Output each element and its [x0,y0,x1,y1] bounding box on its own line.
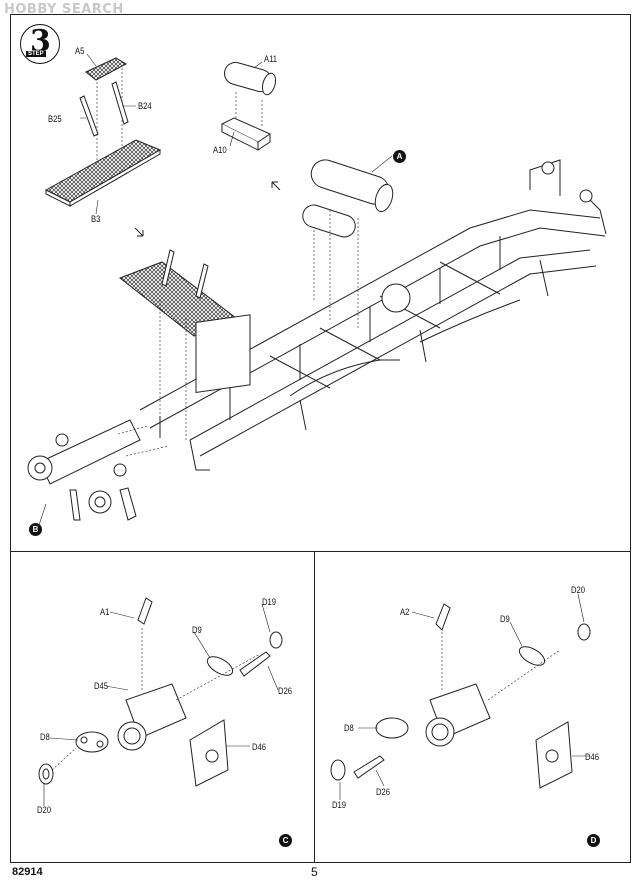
label-d-d26: D26 [376,787,391,797]
label-a11: A11 [264,54,278,64]
chassis-frame [139,159,607,471]
label-c-d19: D19 [262,597,277,607]
badge-c: C [279,834,292,847]
step-number: 3 [30,24,51,59]
label-c-d46: D46 [252,742,267,752]
label-d-d9: D9 [500,614,510,624]
step-badge: 3 STEP [20,24,60,64]
label-b24: B24 [138,101,152,111]
label-b3: B3 [91,214,101,224]
label-c-a1: A1 [100,607,110,617]
step-word: STEP [26,51,46,57]
product-code: 82914 [12,866,43,878]
front-axle-assembly [27,419,141,521]
label-d-a2: A2 [400,607,410,617]
badge-b: B [29,523,42,536]
watermark: HOBBY SEARCH [4,2,124,17]
label-c-d20: D20 [37,805,52,815]
label-a10: A10 [213,145,227,155]
part-a10-cradle [220,117,272,151]
label-c-d26: D26 [278,686,293,696]
badge-a: A [393,150,406,163]
part-drum-lower [302,204,356,238]
subassembly-d-panel [314,551,631,863]
part-a5-grating [85,57,128,81]
badge-d: D [587,834,600,847]
label-a5: A5 [75,46,85,56]
label-c-d8: D8 [40,732,50,742]
label-c-d9: D9 [192,625,202,635]
label-d-d46: D46 [585,752,600,762]
part-b3-grating [44,139,162,207]
label-d-d19: D19 [332,800,347,810]
subassembly-c-drawing [38,597,283,806]
part-a11-drum [224,61,277,96]
page-number: 5 [311,865,318,879]
label-d-d8: D8 [344,723,354,733]
label-d-d20: D20 [571,585,586,595]
label-c-d45: D45 [94,681,109,691]
label-b25: B25 [48,114,62,124]
subassembly-d-drawing [330,593,591,800]
part-a-drum [310,159,394,213]
